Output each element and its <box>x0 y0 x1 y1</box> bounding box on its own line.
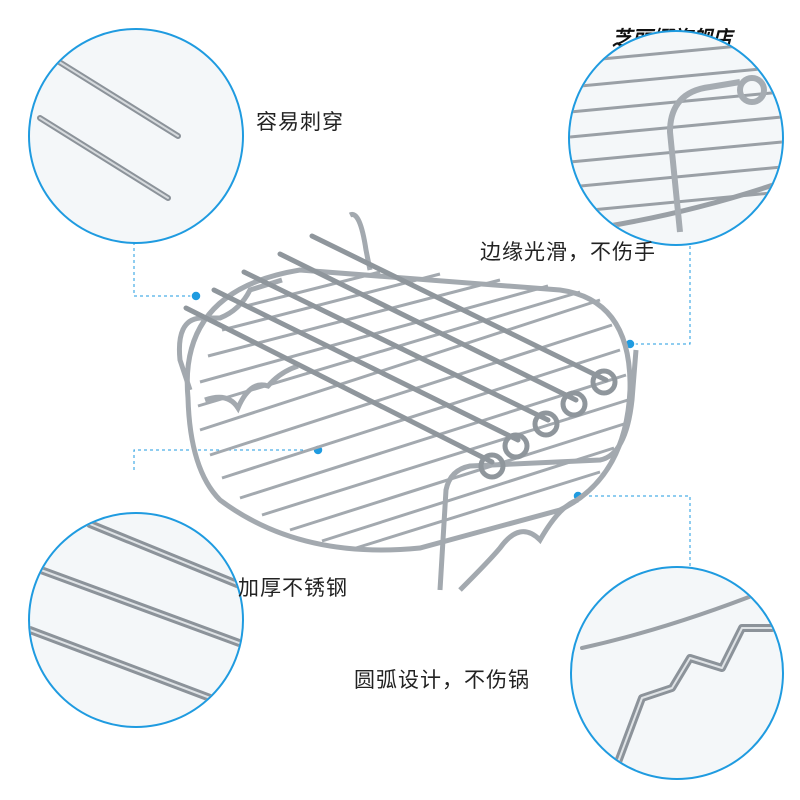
curved-design-image <box>580 586 776 778</box>
callout-bottom-left: 加厚不锈钢 <box>238 576 348 600</box>
detail-circle-thick-steel <box>28 512 244 728</box>
detail-circle-skewer-tips <box>28 28 244 244</box>
detail-circle-curved-design <box>570 566 784 780</box>
skewer-tips-image <box>37 47 181 201</box>
dot-top-left <box>190 290 202 302</box>
connector-top-left <box>133 230 196 297</box>
connector-top-right <box>630 216 691 345</box>
thick-steel-image <box>30 520 242 714</box>
detail-circle-smooth-edge <box>568 30 784 246</box>
callout-top-right: 边缘光滑，不伤手 <box>480 240 656 264</box>
callout-bottom-right: 圆弧设计，不伤锅 <box>354 668 530 692</box>
callout-top-left: 容易刺穿 <box>256 110 344 134</box>
connector-bottom-right <box>578 495 691 566</box>
smooth-edge-image <box>570 40 782 235</box>
connector-bottom-left <box>133 449 318 470</box>
